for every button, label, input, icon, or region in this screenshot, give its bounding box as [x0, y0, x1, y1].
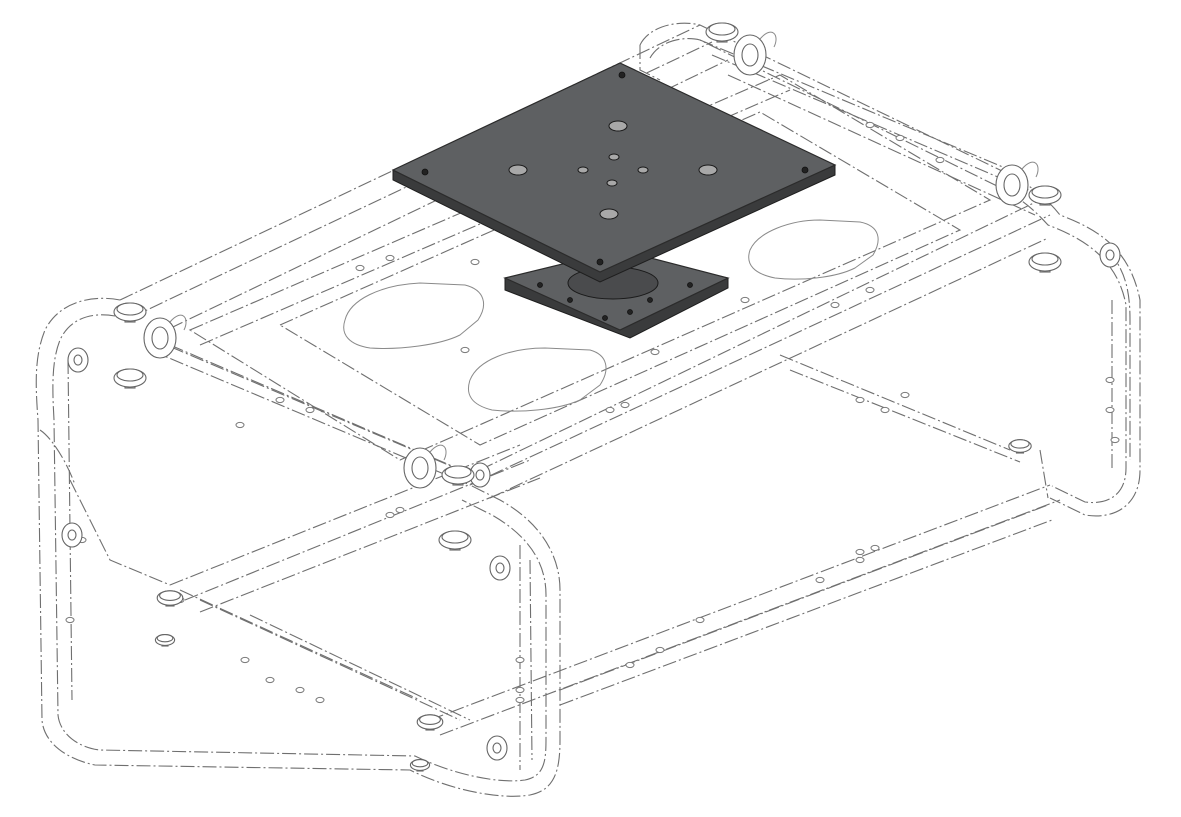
pin-icon [995, 161, 1039, 206]
frame-hole [1105, 406, 1115, 414]
knob-icon [438, 530, 472, 551]
bolt-icon [489, 555, 511, 581]
frame-hole [240, 656, 250, 664]
frame-hole [865, 286, 875, 294]
frame-hole [655, 646, 665, 654]
knob-icon [1008, 439, 1032, 454]
frame-lower-rails [169, 354, 1061, 736]
knob-icon [416, 714, 444, 731]
frame-hole [515, 656, 525, 664]
knob-icon [1028, 252, 1062, 273]
knob-icon [154, 634, 176, 647]
quick-release-pins [143, 31, 1039, 489]
frame-hole [295, 686, 305, 694]
frame-hole [275, 396, 285, 404]
frame-hole [515, 686, 525, 694]
frame-hole [605, 406, 615, 414]
frame-hole [620, 401, 630, 409]
knob-icon [113, 302, 147, 323]
frame-hole [470, 258, 480, 266]
base-plate [503, 249, 730, 339]
frame-hole [855, 396, 865, 404]
frame-hole [740, 296, 750, 304]
frame-hole [1110, 436, 1120, 444]
frame-hole [880, 406, 890, 414]
frame-hole [65, 616, 75, 624]
frame-hole [865, 121, 875, 129]
frame-end-loop-left [35, 297, 561, 797]
frame-hole [935, 156, 945, 164]
frame-hole [460, 346, 470, 354]
frame-hole [870, 544, 880, 552]
knob-icon [156, 590, 184, 607]
frame-hole [650, 348, 660, 356]
frame-hole [395, 506, 405, 514]
bolt-icon [67, 347, 89, 373]
frame-hole [855, 548, 865, 556]
frame-hole [895, 134, 905, 142]
frame-hole [385, 254, 395, 262]
frame-hole [855, 556, 865, 564]
bolt-icon [1099, 242, 1121, 268]
frame-hole [625, 661, 635, 669]
knob-icon [1028, 185, 1062, 206]
frame-hole [265, 676, 275, 684]
frame-holes [61, 121, 1121, 761]
frame-hole [385, 511, 395, 519]
knob-icon [441, 465, 475, 486]
frame-hole [815, 576, 825, 584]
frame-hole [355, 264, 365, 272]
frame-end-loop-right [639, 22, 1141, 517]
frame-hole [315, 696, 325, 704]
frame-hole [1105, 376, 1115, 384]
frame-hole [900, 391, 910, 399]
frame-hole [235, 421, 245, 429]
knob-icon [113, 368, 147, 389]
frame-hole [515, 696, 525, 704]
knob-icon [409, 759, 431, 772]
mounting-plate [391, 62, 837, 283]
bolt-icon [61, 522, 83, 548]
frame-hole [830, 301, 840, 309]
frame-hole [305, 406, 315, 414]
frame-hole [695, 616, 705, 624]
pin-icon [733, 31, 777, 76]
pin-icon [403, 444, 447, 489]
locking-knobs [113, 22, 1062, 772]
bolt-icon [486, 735, 508, 761]
knob-icon [705, 22, 739, 43]
pin-icon [143, 314, 187, 359]
